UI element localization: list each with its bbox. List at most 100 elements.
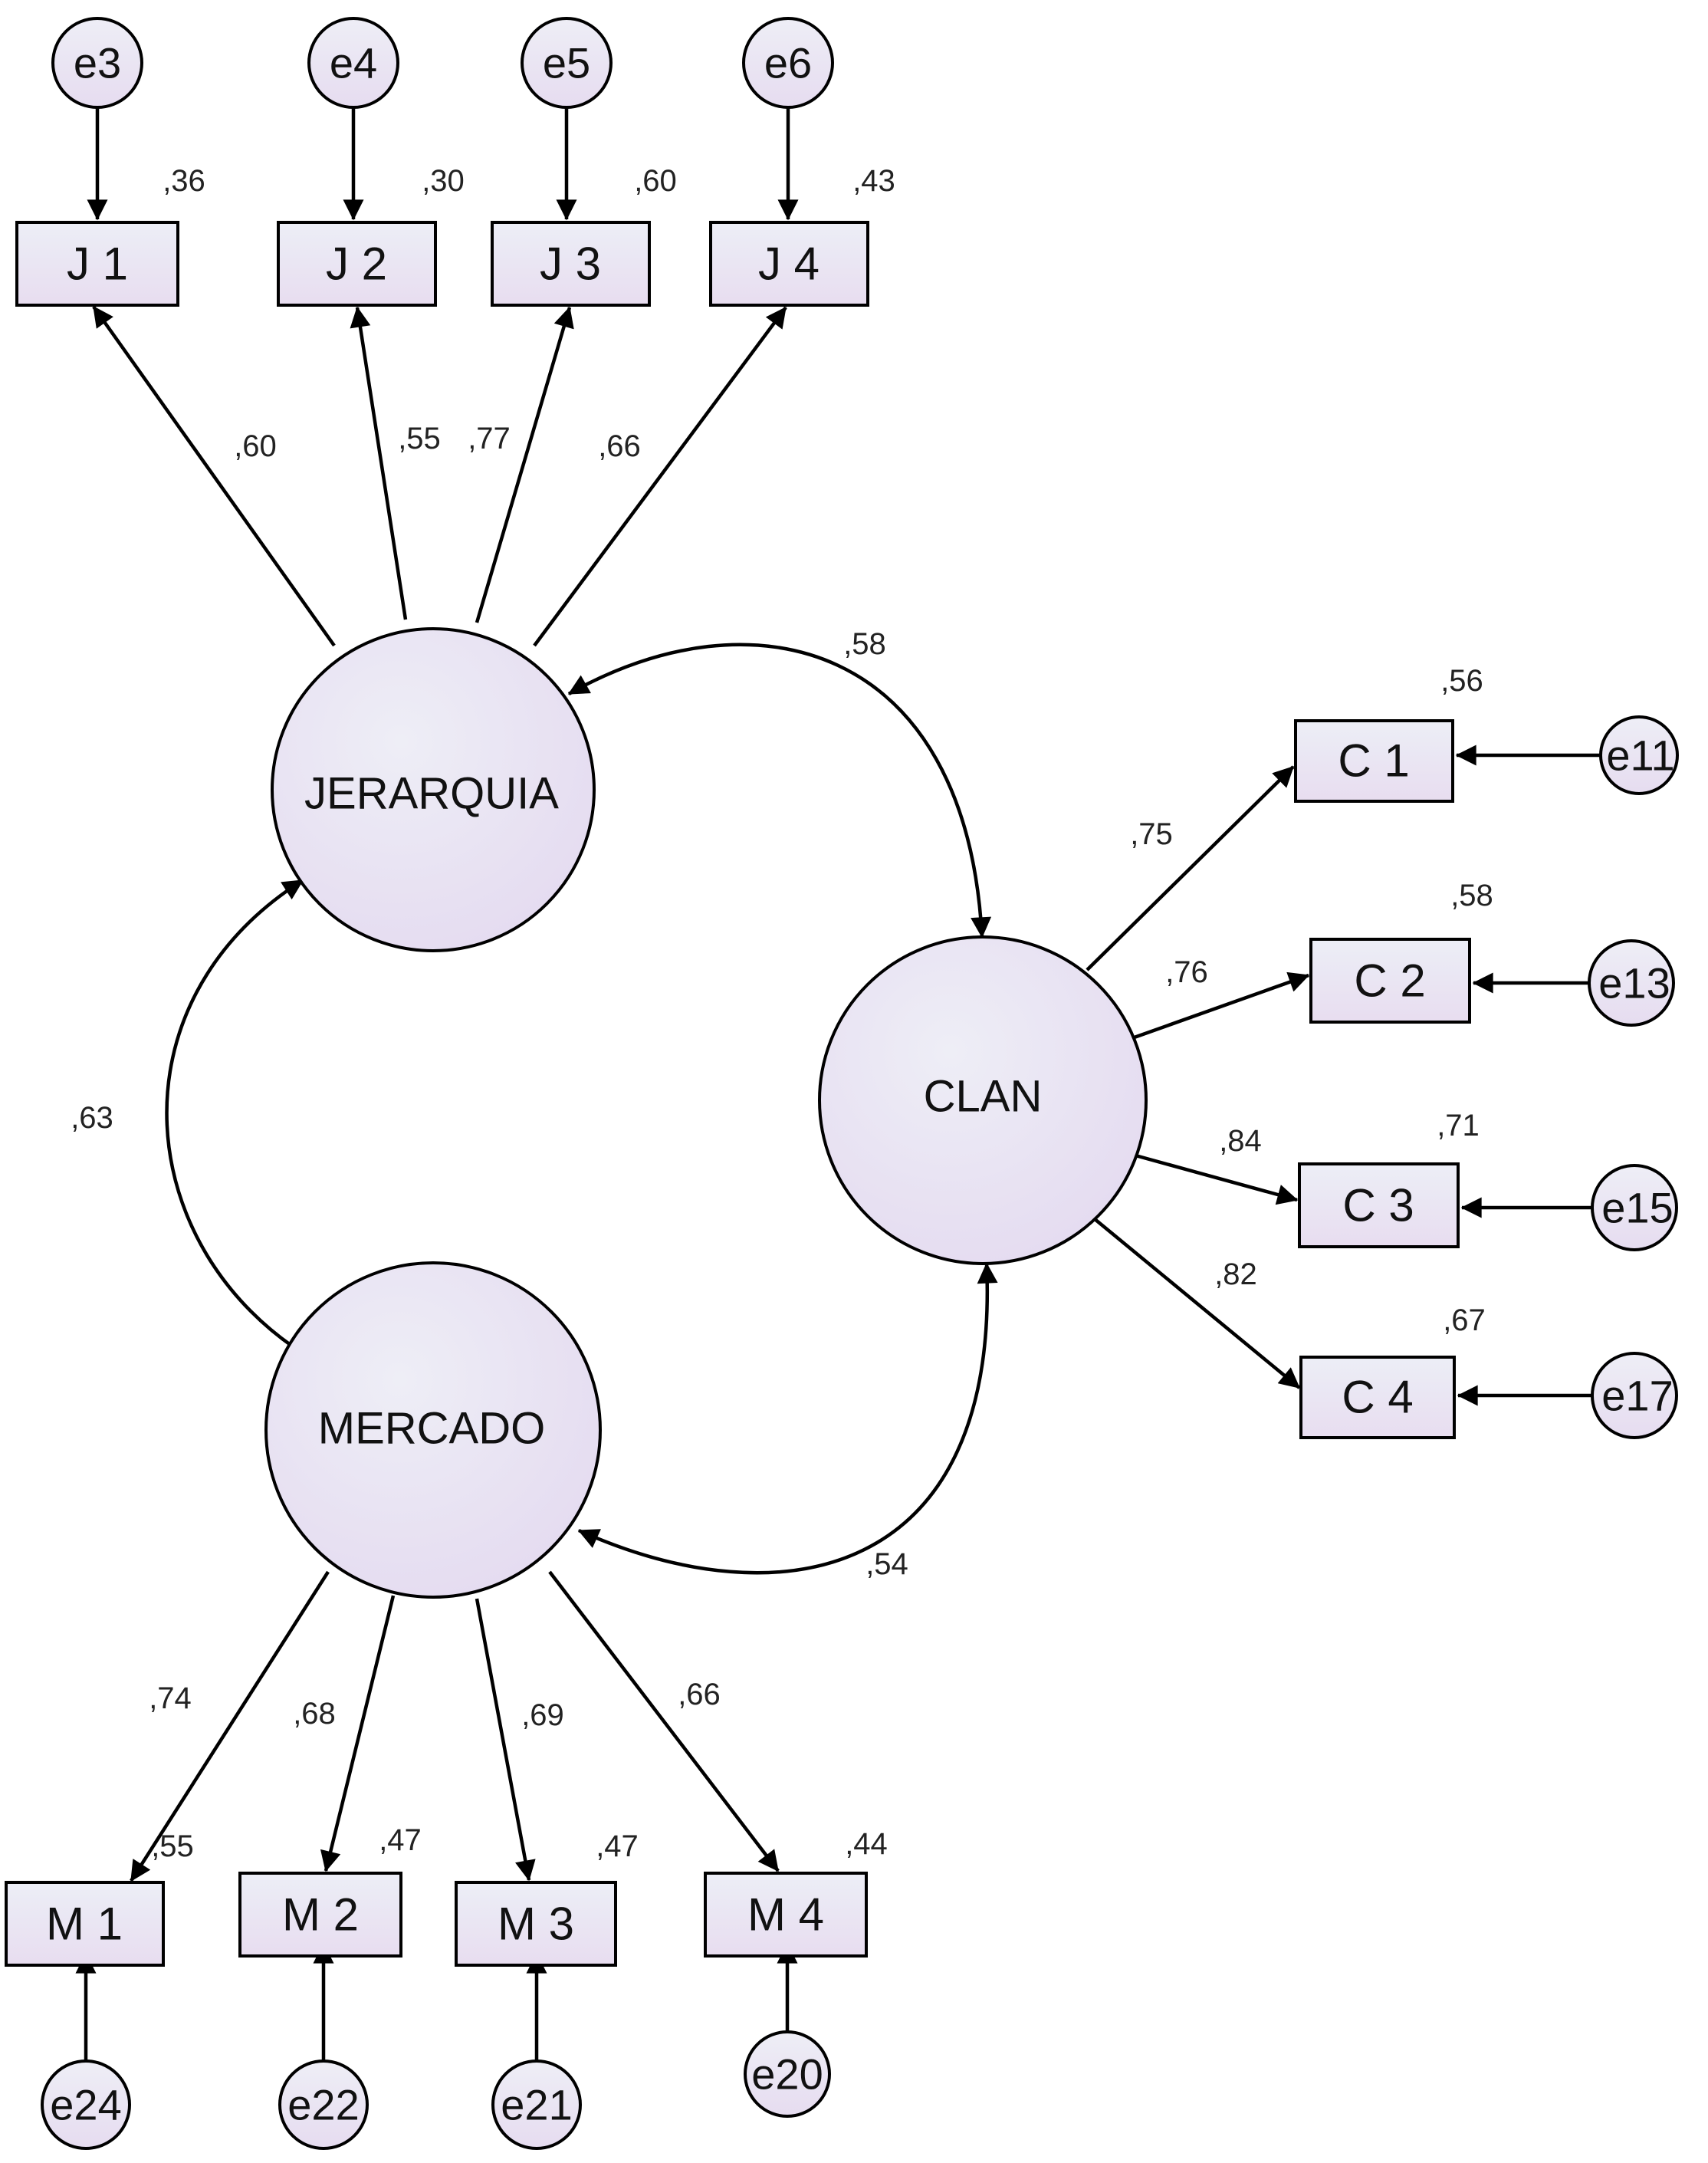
loading-arrow-c3 bbox=[1129, 1152, 1299, 1205]
r-squared-j4: ,43 bbox=[852, 164, 895, 198]
correlation-jerarquia-mercado: ,63 bbox=[71, 1101, 113, 1135]
indicator-c2: C 2 bbox=[1309, 938, 1471, 1024]
r-squared-c4: ,67 bbox=[1443, 1303, 1486, 1337]
error-e17: e17 bbox=[1591, 1352, 1678, 1439]
error-e3: e3 bbox=[51, 17, 143, 109]
error-label: e3 bbox=[74, 39, 121, 87]
error-e6: e6 bbox=[742, 17, 834, 109]
r-squared-labels: ,36 ,30 ,60 ,43 ,56 ,58 ,71 ,67 ,55 ,47 … bbox=[151, 164, 1493, 1863]
r-squared-m4: ,44 bbox=[845, 1827, 888, 1861]
latent-label: CLAN bbox=[924, 1072, 1043, 1122]
r-squared-m3: ,47 bbox=[596, 1829, 639, 1863]
covariance-jerarquia-clan bbox=[567, 643, 992, 939]
loading-arrow-c2 bbox=[1129, 971, 1310, 1041]
error-e4: e4 bbox=[307, 17, 399, 109]
loading-m1: ,74 bbox=[149, 1681, 192, 1715]
r-squared-c3: ,71 bbox=[1437, 1109, 1480, 1142]
error-label: e20 bbox=[751, 2050, 823, 2099]
indicator-label: M 4 bbox=[747, 1889, 824, 1941]
loading-c4: ,82 bbox=[1214, 1257, 1257, 1291]
error-label: e4 bbox=[330, 39, 377, 87]
loading-arrow-m3 bbox=[475, 1598, 536, 1882]
r-squared-j3: ,60 bbox=[634, 164, 677, 198]
loading-m3: ,69 bbox=[521, 1698, 564, 1732]
indicator-label: C 1 bbox=[1338, 735, 1409, 787]
indicator-label: C 2 bbox=[1354, 955, 1425, 1007]
indicator-label: J 4 bbox=[758, 238, 820, 290]
error-label: e5 bbox=[543, 39, 590, 87]
loading-arrow-c4 bbox=[1089, 1214, 1301, 1389]
error-label: e13 bbox=[1598, 959, 1670, 1008]
loading-arrow-j4 bbox=[533, 306, 787, 647]
latent-jerarquia: JERARQUIA bbox=[271, 627, 596, 952]
indicator-label: C 4 bbox=[1342, 1372, 1413, 1423]
covariance-jerarquia-mercado bbox=[165, 879, 310, 1359]
error-e24: e24 bbox=[41, 2059, 131, 2150]
latent-label: MERCADO bbox=[318, 1404, 545, 1454]
error-e15: e15 bbox=[1591, 1164, 1678, 1251]
error-e20: e20 bbox=[744, 2030, 831, 2118]
error-e22: e22 bbox=[278, 2059, 369, 2150]
loading-arrow-m4 bbox=[548, 1570, 780, 1872]
indicator-j1: J 1 bbox=[15, 221, 179, 307]
r-squared-c2: ,58 bbox=[1450, 879, 1493, 912]
indicator-m3: M 3 bbox=[455, 1881, 617, 1967]
indicator-c4: C 4 bbox=[1299, 1356, 1456, 1439]
loading-arrow-c1 bbox=[1086, 765, 1295, 971]
correlation-labels: ,58 ,63 ,54 bbox=[71, 627, 908, 1581]
error-terms: e3 e4 e5 e6 e11 e13 e15 e17 bbox=[41, 17, 1679, 2150]
loading-arrow-j2 bbox=[350, 306, 408, 620]
indicator-label: M 3 bbox=[498, 1898, 574, 1950]
error-e5: e5 bbox=[521, 17, 613, 109]
latent-label: JERARQUIA bbox=[304, 769, 559, 819]
latent-mercado: MERCADO bbox=[264, 1261, 602, 1599]
indicator-c3: C 3 bbox=[1298, 1162, 1460, 1248]
r-squared-j2: ,30 bbox=[422, 164, 465, 198]
loading-arrow-m2 bbox=[320, 1595, 396, 1872]
indicator-label: J 2 bbox=[326, 238, 387, 290]
error-e13: e13 bbox=[1588, 939, 1675, 1027]
loading-j3: ,77 bbox=[468, 422, 511, 455]
error-label: e6 bbox=[764, 39, 812, 87]
loading-j4: ,66 bbox=[598, 429, 641, 463]
indicator-m4: M 4 bbox=[704, 1872, 868, 1958]
error-e11: e11 bbox=[1599, 715, 1679, 795]
latent-factors: JERARQUIA CLAN MERCADO bbox=[264, 627, 1148, 1599]
latent-clan: CLAN bbox=[818, 935, 1148, 1265]
error-label: e11 bbox=[1606, 731, 1674, 780]
loading-j2: ,55 bbox=[398, 422, 441, 455]
loading-j1: ,60 bbox=[234, 429, 277, 463]
indicator-c1: C 1 bbox=[1294, 719, 1454, 803]
loading-c3: ,84 bbox=[1219, 1124, 1262, 1158]
error-label: e22 bbox=[287, 2081, 359, 2129]
loading-m2: ,68 bbox=[293, 1697, 336, 1731]
r-squared-m1: ,55 bbox=[151, 1829, 194, 1863]
r-squared-c1: ,56 bbox=[1440, 664, 1483, 698]
indicator-j3: J 3 bbox=[491, 221, 651, 307]
error-label: e24 bbox=[50, 2081, 121, 2129]
indicator-j4: J 4 bbox=[709, 221, 869, 307]
error-label: e15 bbox=[1601, 1184, 1673, 1232]
error-label: e17 bbox=[1601, 1372, 1673, 1420]
indicator-m1: M 1 bbox=[5, 1881, 165, 1967]
covariance-mercado-clan bbox=[577, 1262, 998, 1575]
loading-labels: ,60 ,55 ,77 ,66 ,75 ,76 ,84 ,82 ,74 ,68 … bbox=[149, 422, 1262, 1732]
indicator-label: M 2 bbox=[282, 1889, 359, 1941]
loading-m4: ,66 bbox=[678, 1678, 721, 1711]
indicator-label: J 3 bbox=[540, 238, 601, 290]
loading-c2: ,76 bbox=[1165, 955, 1208, 989]
r-squared-j1: ,36 bbox=[163, 164, 205, 198]
indicator-label: C 3 bbox=[1342, 1180, 1414, 1231]
error-e21: e21 bbox=[491, 2059, 582, 2150]
indicator-label: J 1 bbox=[67, 238, 128, 290]
indicators: J 1 J 2 J 3 J 4 C 1 C 2 C 3 C 4 bbox=[5, 221, 1471, 1967]
correlation-jerarquia-clan: ,58 bbox=[843, 627, 886, 661]
error-label: e21 bbox=[501, 2081, 572, 2129]
indicator-j2: J 2 bbox=[277, 221, 437, 307]
loading-arrow-j1 bbox=[92, 305, 336, 647]
connectors bbox=[75, 108, 1600, 2061]
loading-arrow-j3 bbox=[475, 306, 574, 623]
correlation-mercado-clan: ,54 bbox=[865, 1547, 908, 1581]
r-squared-m2: ,47 bbox=[379, 1823, 422, 1857]
